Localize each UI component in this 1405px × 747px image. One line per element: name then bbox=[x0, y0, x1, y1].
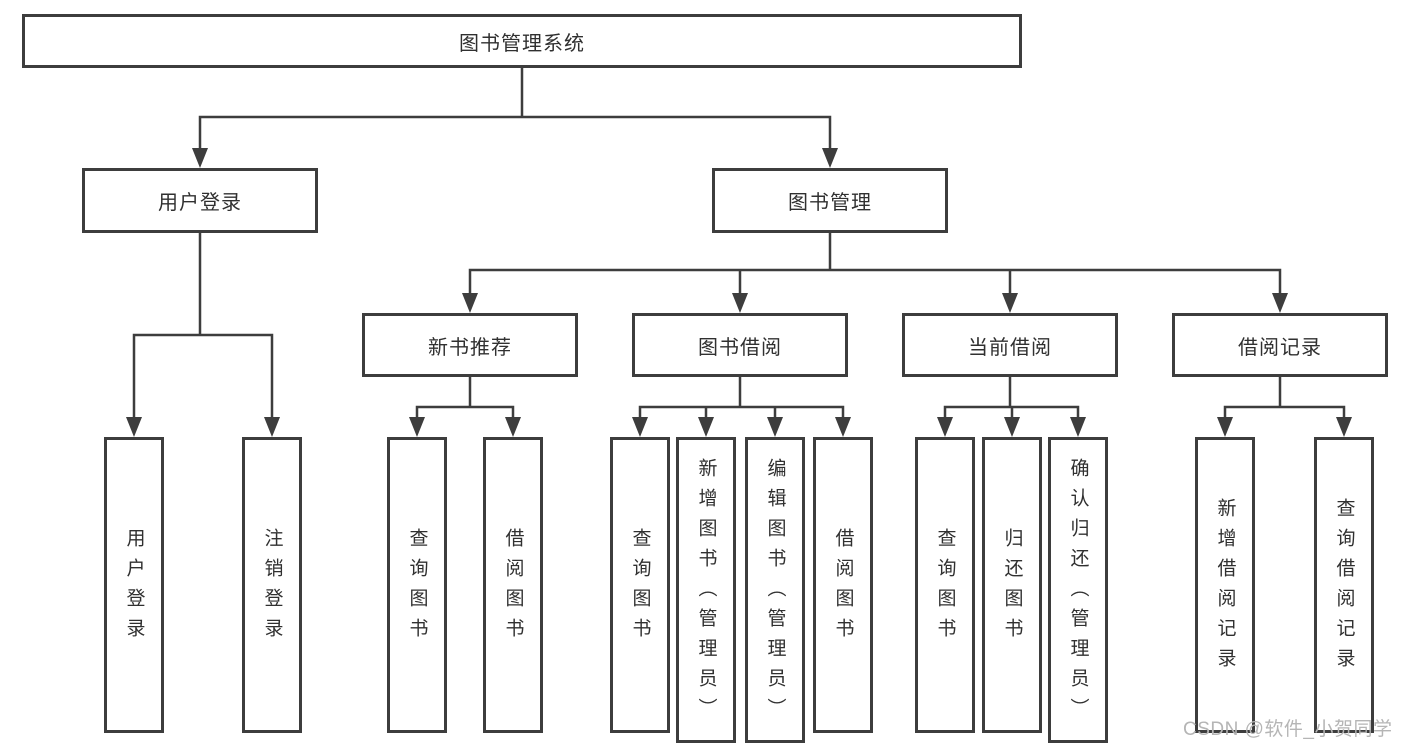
node-book-management: 图书管理 bbox=[712, 168, 948, 233]
branch-current-borrow bbox=[937, 375, 1086, 437]
branch-book-borrow bbox=[632, 375, 851, 437]
csdn-watermark: CSDN @软件_小贺同学 bbox=[1183, 719, 1393, 740]
node-new-book-recommend: 新书推荐 bbox=[362, 313, 578, 377]
leaf-query-books-newbooks: 查询图书 bbox=[387, 437, 447, 733]
leaf-query-books-current: 查询图书 bbox=[915, 437, 975, 733]
leaf-confirm-return-admin: 确认归还（管理员） bbox=[1048, 437, 1108, 743]
branch-borrow-records bbox=[1217, 375, 1352, 437]
branch-new-books bbox=[409, 375, 521, 437]
branch-root bbox=[192, 66, 838, 168]
branch-book-mgmt bbox=[462, 231, 1288, 313]
node-user-login: 用户登录 bbox=[82, 168, 318, 233]
leaf-user-login: 用户登录 bbox=[104, 437, 164, 733]
node-library-system: 图书管理系统 bbox=[22, 14, 1022, 68]
leaf-logout: 注销登录 bbox=[242, 437, 302, 733]
node-book-borrow: 图书借阅 bbox=[632, 313, 848, 377]
leaf-query-books-borrow: 查询图书 bbox=[610, 437, 670, 733]
leaf-borrow-books-newbooks: 借阅图书 bbox=[483, 437, 543, 733]
branch-user-login bbox=[126, 231, 280, 437]
node-borrow-records: 借阅记录 bbox=[1172, 313, 1388, 377]
leaf-return-books: 归还图书 bbox=[982, 437, 1042, 733]
leaf-add-borrow-record: 新增借阅记录 bbox=[1195, 437, 1255, 733]
leaf-edit-book-admin: 编辑图书（管理员） bbox=[745, 437, 805, 743]
node-current-borrow: 当前借阅 bbox=[902, 313, 1118, 377]
leaf-add-book-admin: 新增图书（管理员） bbox=[676, 437, 736, 743]
leaf-query-borrow-record: 查询借阅记录 bbox=[1314, 437, 1374, 733]
leaf-borrow-books: 借阅图书 bbox=[813, 437, 873, 733]
